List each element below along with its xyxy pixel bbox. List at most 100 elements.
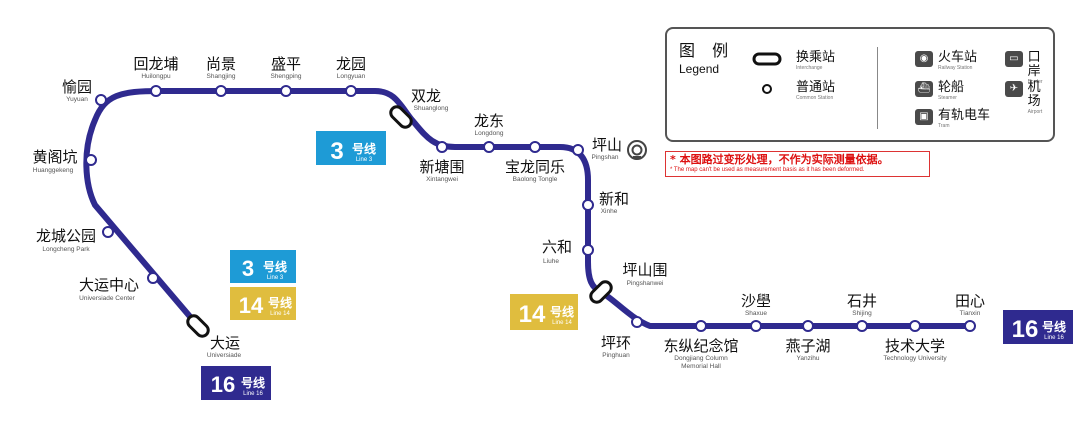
- station-dongzong-label: 东纵纪念馆: [663, 337, 738, 355]
- svg-text:14: 14: [519, 301, 546, 328]
- station-liuhe-dot[interactable]: [582, 244, 594, 256]
- railway-station-icon: [627, 140, 647, 160]
- station-yuyuan-dot[interactable]: [95, 94, 107, 106]
- station-longchenggongyuan-dot[interactable]: [102, 226, 114, 238]
- station-pingshanwei-en: Pingshanwei: [627, 280, 664, 287]
- legend-interchange: 换乘站 Interchange: [752, 51, 835, 72]
- station-longyuan-en: Longyuan: [337, 73, 366, 80]
- ferry-icon: ⛴: [915, 81, 933, 97]
- station-huanggekeng-en: Huanggekeng: [33, 167, 74, 174]
- station-liuhe-label: 六和: [542, 238, 572, 256]
- disclaimer-zh: * 本图路过变形处理，不作为实际测量依据。: [670, 153, 889, 166]
- line-3-badge-top: 3 号线 Line 3: [316, 131, 386, 165]
- station-pingshanwei-interchange[interactable]: [588, 279, 613, 304]
- station-baolongtongle-en: Baolong Tongle: [513, 176, 558, 183]
- legend-tram: ▣ 有轨电车 Tram: [915, 109, 990, 130]
- tram-icon: ▣: [915, 109, 933, 125]
- line-14-badge-left: 14 号线 Line 14: [230, 287, 296, 320]
- legend-train-en: Railway Station: [938, 65, 973, 71]
- station-liuhe-en: Liuhe: [543, 258, 559, 265]
- station-dayunzhongxin-dot[interactable]: [147, 272, 159, 284]
- station-pingshan-label: 坪山: [592, 136, 622, 154]
- station-xinhe-en: Xinhe: [601, 208, 618, 215]
- station-longyuan-dot[interactable]: [345, 85, 357, 97]
- station-huanggekeng-dot[interactable]: [85, 154, 97, 166]
- legend-normal: 普通站 Common Station: [752, 81, 835, 102]
- train-station-icon: ◉: [915, 51, 933, 67]
- station-shangjing-dot[interactable]: [215, 85, 227, 97]
- legend-subtitle: Legend: [679, 62, 720, 76]
- station-shijing-dot[interactable]: [856, 320, 868, 332]
- svg-text:Line 3: Line 3: [267, 275, 284, 281]
- station-tianxin-dot[interactable]: [964, 320, 976, 332]
- line-16-badge-left: 16 号线 Line 16: [201, 366, 271, 400]
- svg-text:号线: 号线: [268, 295, 292, 310]
- station-xintangwei-en: Xintangwei: [426, 176, 458, 183]
- legend-border-label: 口岸: [1027, 50, 1041, 79]
- station-dongzong-dot[interactable]: [695, 320, 707, 332]
- station-shuanglong-label: 双龙: [411, 87, 441, 105]
- legend-tram-en: Tram: [938, 123, 950, 129]
- station-pinghuan-en: Pinghuan: [602, 352, 630, 359]
- border-crossing-icon: ▭: [1005, 51, 1023, 67]
- station-huilongpu-dot[interactable]: [150, 85, 162, 97]
- station-dongzong-en2: Memorial Hall: [681, 363, 721, 370]
- station-longdong-dot[interactable]: [483, 141, 495, 153]
- station-yuyuan-en: Yuyuan: [66, 96, 88, 103]
- legend-tram-label: 有轨电车: [938, 108, 991, 123]
- station-shajing-label: 沙壆: [741, 292, 771, 310]
- line-3-badge-left: 3 号线 Line 3: [230, 250, 296, 283]
- station-pingshan-dot[interactable]: [572, 144, 584, 156]
- station-xinhe-dot[interactable]: [582, 199, 594, 211]
- station-xintangwei-dot[interactable]: [436, 141, 448, 153]
- station-shajing-en: Shaxue: [745, 310, 767, 317]
- legend-ferry-en: Steamer: [938, 95, 957, 101]
- svg-text:Line 14: Line 14: [552, 320, 572, 326]
- station-dayun-en: Universiade: [207, 352, 242, 359]
- legend-train: ◉ 火车站 Railway Station: [915, 51, 977, 72]
- legend-airport-label: 机场: [1027, 80, 1041, 109]
- station-longyuan-label: 龙园: [336, 55, 366, 73]
- station-jishudaxue-en: Technology University: [883, 355, 947, 362]
- line-14-badge-right: 14 号线 Line 14: [510, 294, 578, 330]
- station-huilongpu-en: Huilongpu: [141, 73, 171, 80]
- svg-text:号线: 号线: [550, 304, 574, 319]
- station-yanzihu-dot[interactable]: [802, 320, 814, 332]
- legend-ferry-label: 轮船: [938, 80, 965, 95]
- station-dayun-interchange[interactable]: [185, 313, 210, 338]
- legend-ferry: ⛴ 轮船 Steamer: [915, 81, 964, 102]
- station-pinghuan-dot[interactable]: [631, 316, 643, 328]
- station-shuanglong-interchange[interactable]: [388, 104, 413, 129]
- svg-text:Line 3: Line 3: [356, 157, 373, 163]
- legend-border: ▭ 口岸 Border: [1005, 51, 1053, 86]
- station-dongzong-en1: Dongjiang Column: [674, 355, 728, 362]
- legend-airport: ✈ 机场 Airport: [1005, 81, 1053, 116]
- station-pinghuan-label: 坪环: [601, 334, 631, 352]
- line-16-badge-right: 16 号线 Line 16: [1003, 310, 1073, 344]
- station-shengping-dot[interactable]: [280, 85, 292, 97]
- station-yanzihu-label: 燕子湖: [785, 337, 830, 355]
- station-jishudaxue-dot[interactable]: [909, 320, 921, 332]
- svg-text:Line 14: Line 14: [270, 311, 290, 317]
- legend-train-label: 火车站: [938, 50, 978, 65]
- station-shengping-en: Shengping: [270, 73, 301, 80]
- station-shajing-dot[interactable]: [750, 320, 762, 332]
- station-shengping-label: 盛平: [271, 55, 301, 73]
- station-xinhe-label: 新和: [599, 190, 629, 208]
- station-shangjing-en: Shangjing: [207, 73, 236, 80]
- legend-panel: 图 例 Legend 换乘站 Interchange 普通站 Common St…: [665, 27, 1055, 142]
- station-shuanglong-en: Shuanglong: [414, 105, 449, 112]
- station-shangjing-label: 尚景: [206, 55, 236, 73]
- station-pingshan-en: Pingshan: [591, 154, 618, 161]
- disclaimer-en: * The map can't be used as measurement b…: [670, 167, 865, 173]
- station-jishudaxue-label: 技术大学: [885, 337, 945, 355]
- disclaimer-note: * 本图路过变形处理，不作为实际测量依据。 * The map can't be…: [665, 151, 930, 177]
- svg-text:3: 3: [330, 138, 343, 165]
- interchange-station-icon: [752, 52, 782, 66]
- svg-text:Line 16: Line 16: [243, 391, 263, 397]
- station-pingshanwei-label: 坪山围: [622, 261, 667, 279]
- svg-text:号线: 号线: [241, 375, 265, 390]
- legend-normal-label: 普通站: [796, 80, 836, 95]
- svg-text:16: 16: [1012, 316, 1039, 343]
- station-baolongtongle-dot[interactable]: [529, 141, 541, 153]
